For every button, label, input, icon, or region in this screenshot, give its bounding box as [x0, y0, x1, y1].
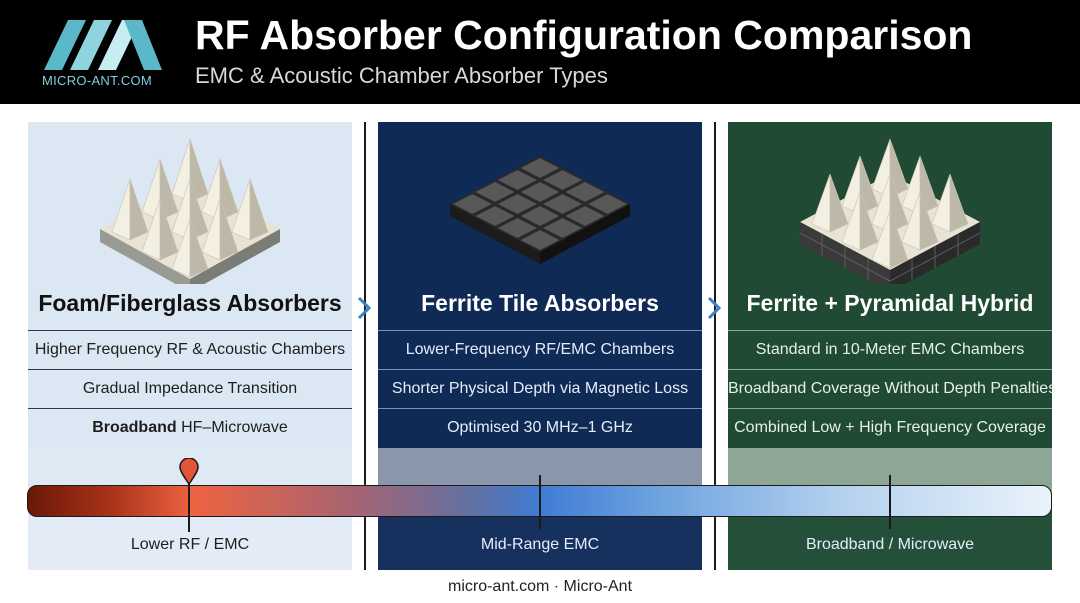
foam-row-3: Broadband HF–Microwave: [28, 408, 352, 447]
ferrite-tile: [540, 216, 585, 240]
panel-title-ferrite: Ferrite Tile Absorbers: [421, 290, 659, 316]
ferrite-tile: [518, 204, 562, 228]
hybrid-row-3: Combined Low + High Frequency Coverage: [728, 408, 1052, 447]
hybrid-absorber-icon: [799, 138, 981, 284]
panel-foam: Foam/Fiberglass Absorbers Higher Frequen…: [28, 122, 352, 570]
footer-credit: micro-ant.com · Micro-Ant: [447, 578, 633, 595]
micro-ant-logo-icon: [44, 20, 162, 70]
ferrite-tile: [450, 192, 495, 216]
panel-title-foam: Foam/Fiberglass Absorbers: [38, 290, 342, 316]
ferrite-row-2: Shorter Physical Depth via Magnetic Loss: [378, 369, 702, 408]
ferrite-tile: [495, 216, 540, 240]
ferrite-row-3: Optimised 30 MHz–1 GHz: [378, 408, 702, 447]
hybrid-band-label: Broadband / Microwave: [805, 536, 975, 553]
location-pin-icon: [179, 458, 199, 532]
panel-title-hybrid: Ferrite + Pyramidal Hybrid: [746, 290, 1034, 316]
page-subtitle: EMC & Acoustic Chamber Absorber Types: [195, 63, 608, 88]
ferrite-tile: [540, 168, 585, 192]
ferrite-tile: [518, 156, 562, 180]
chevron-right-icon: [357, 296, 372, 320]
panel-divider: [364, 122, 366, 570]
ferrite-tile: [585, 192, 630, 216]
spectrum-tick-mid: [539, 475, 541, 529]
ferrite-tile-grid: [450, 156, 630, 252]
ferrite-tile: [495, 192, 540, 216]
ferrite-tile: [563, 204, 607, 228]
hybrid-row-2: Broadband Coverage Without Depth Penalti…: [728, 369, 1056, 408]
ferrite-tile: [540, 192, 585, 216]
ferrite-band-label: Mid-Range EMC: [480, 536, 600, 553]
ferrite-tile: [518, 228, 562, 252]
panel-divider: [714, 122, 716, 570]
ferrite-tile: [473, 180, 517, 204]
header-bar: MICRO-ANT.COM RF Absorber Configuration …: [0, 0, 1080, 104]
ferrite-tile: [473, 204, 517, 228]
pyramid-foam-icon: [100, 138, 280, 284]
foam-band-label: Lower RF / EMC: [130, 536, 250, 553]
hybrid-row-1: Standard in 10-Meter EMC Chambers: [728, 330, 1052, 369]
foam-row-2: Gradual Impedance Transition: [28, 369, 352, 408]
spectrum-tick-high: [889, 475, 891, 529]
chevron-right-icon: [707, 296, 722, 320]
ferrite-tile: [563, 180, 607, 204]
ferrite-tile: [518, 180, 562, 204]
ferrite-row-1: Lower-Frequency RF/EMC Chambers: [378, 330, 702, 369]
ferrite-tile: [495, 168, 540, 192]
logo-text: MICRO-ANT.COM: [42, 73, 153, 88]
ferrite-tile-icon: [450, 156, 630, 264]
foam-row-3-bold: Broadband: [92, 419, 177, 436]
page-title: RF Absorber Configuration Comparison: [195, 12, 973, 58]
foam-row-3-rest: HF–Microwave: [176, 419, 288, 436]
foam-row-1: Higher Frequency RF & Acoustic Chambers: [28, 330, 352, 369]
